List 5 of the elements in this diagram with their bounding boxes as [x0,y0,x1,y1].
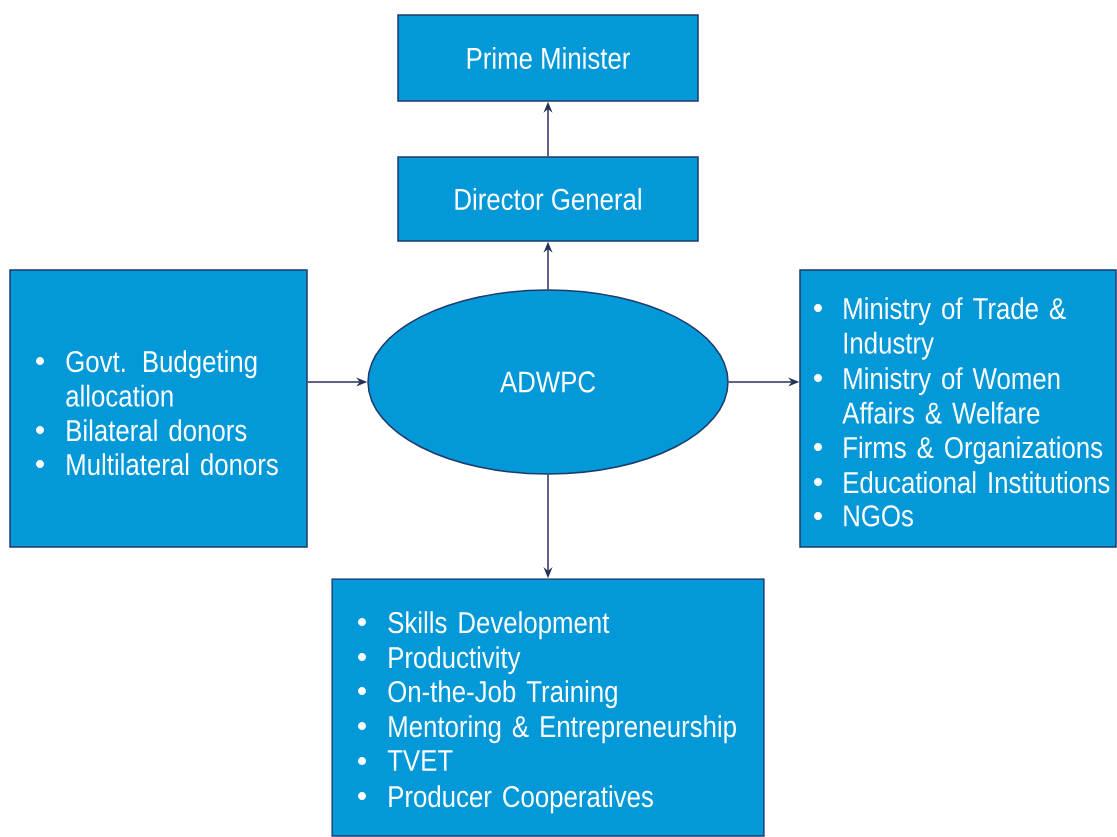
title-box: Director General [397,156,699,242]
title-box: Prime Minister [397,14,699,102]
list-box: Ministry of Trade & Industry Ministry of Women Affairs & Welfare Firms & Organizations Educational Institutions NGOs [799,269,1117,548]
list-box: Skills Development Productivity On-the-Job Training Mentoring & Entrepreneurship TVET Producer Cooperatives [331,578,765,837]
list-box: Govt. Budgeting allocation Bilateral donors Multilateral donors [9,269,308,548]
